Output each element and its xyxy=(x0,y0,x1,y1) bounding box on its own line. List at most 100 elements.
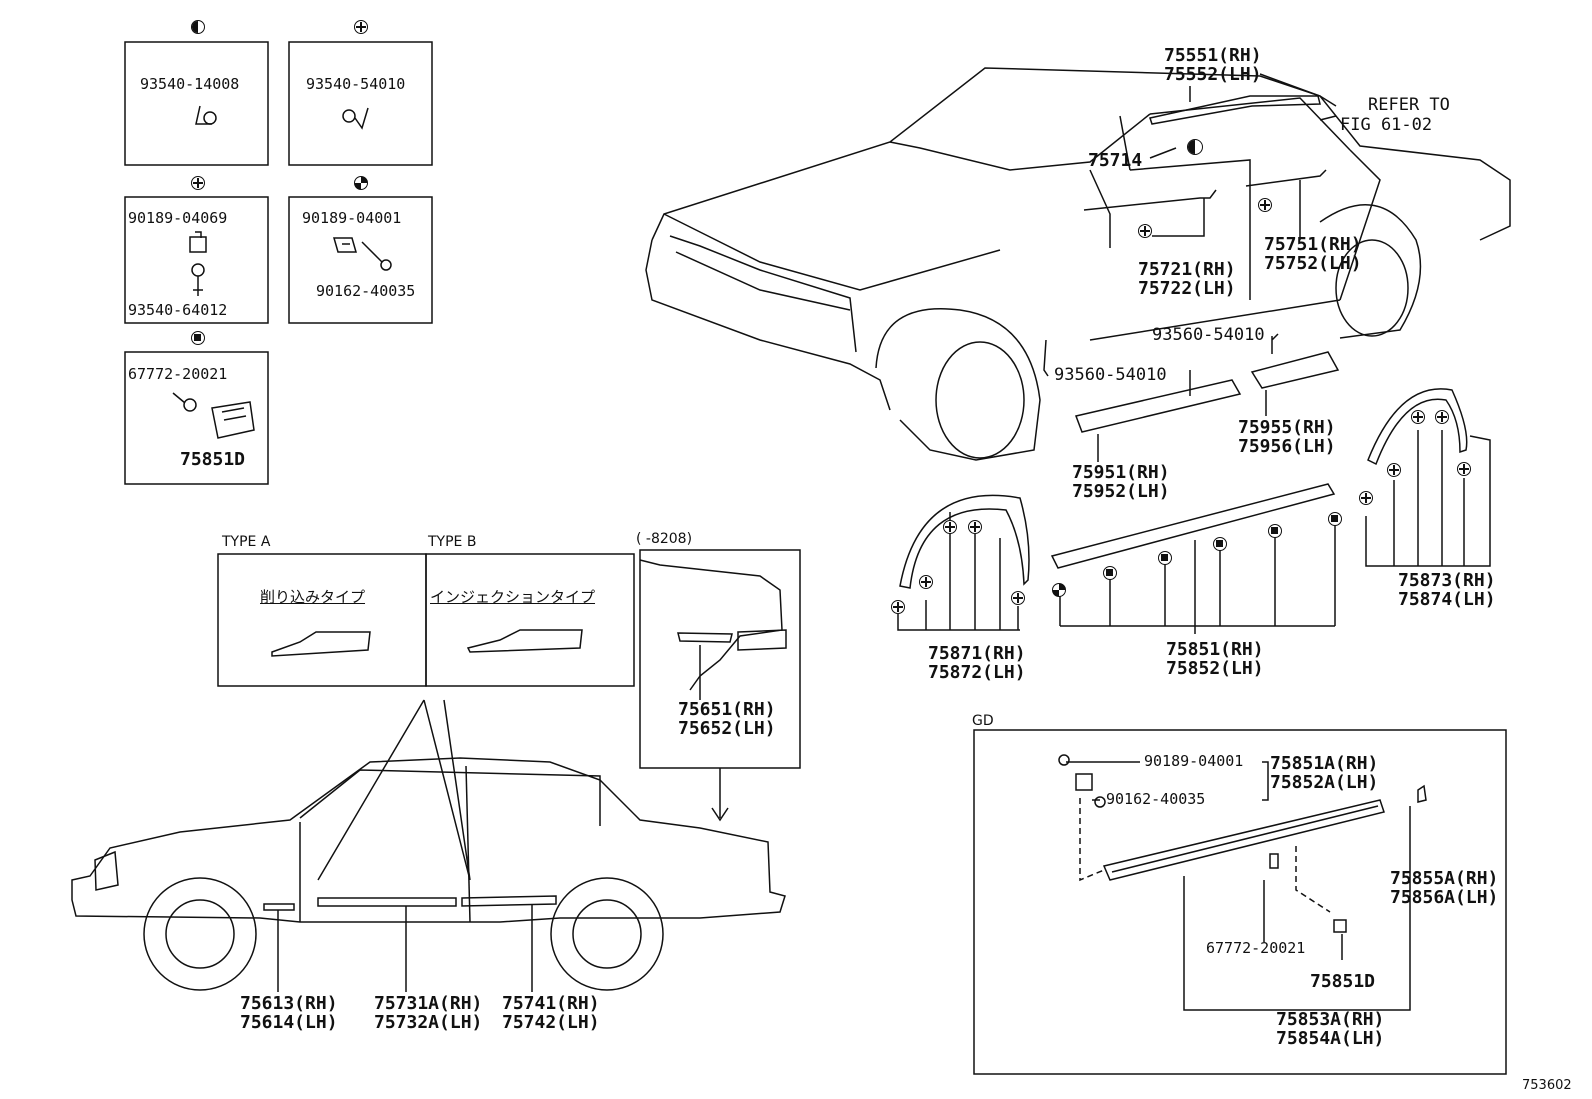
fastener-93560-a xyxy=(1271,333,1279,354)
gd-part-75851D: 75851D xyxy=(1310,971,1376,992)
symbol-crosshair xyxy=(1387,463,1401,477)
gd-dashed-1 xyxy=(1079,798,1105,882)
figure-number: 753602 xyxy=(1522,1078,1572,1093)
leaders-75851 xyxy=(1059,520,1336,634)
part-75872: 75872(LH) xyxy=(928,662,1026,683)
symbol-crosshair xyxy=(1457,462,1471,476)
part-75741: 75741(RH) xyxy=(502,993,600,1014)
part-number-90162-40035: 90162-40035 xyxy=(316,282,416,300)
type-b-japanese: インジェクションタイプ xyxy=(430,588,596,606)
part-number-93540-64012: 93540-64012 xyxy=(128,301,228,319)
type-a-molding xyxy=(271,631,371,657)
leaders-75871 xyxy=(897,512,1020,631)
gd-part-90162-40035: 90162-40035 xyxy=(1106,790,1206,808)
symbol-half-filled xyxy=(191,20,205,34)
clip-93540-14008 xyxy=(195,105,217,125)
symbol-filled-square xyxy=(191,331,205,345)
type-a-box xyxy=(217,553,427,687)
part-number-90189-04069: 90189-04069 xyxy=(128,209,228,227)
gd-dashed-2 xyxy=(1295,846,1331,913)
legend-box-4 xyxy=(288,196,433,324)
gd-molding xyxy=(1102,799,1385,881)
symbol-crosshair xyxy=(1258,198,1272,212)
gd-box xyxy=(973,729,1507,1075)
part-75613: 75613(RH) xyxy=(240,993,338,1014)
legend-box-1 xyxy=(124,41,269,166)
symbol-filled-square xyxy=(1158,551,1172,565)
legend-box-3 xyxy=(124,196,269,324)
part-75752: 75752(LH) xyxy=(1264,253,1362,274)
leader-93560-b xyxy=(1043,339,1049,377)
part-number-93540-14008: 93540-14008 xyxy=(140,75,240,93)
symbol-crosshair xyxy=(1011,591,1025,605)
clip-90189-04001 xyxy=(333,237,357,253)
part-number-67772-20021: 67772-20021 xyxy=(128,365,228,383)
rear-lamp xyxy=(737,629,787,651)
gd-part-75851A: 75851A(RH) xyxy=(1270,753,1379,774)
clip-93540-54010 xyxy=(342,107,369,130)
date-range-label: ( -8208) xyxy=(636,531,693,547)
leader-refer xyxy=(1259,73,1337,121)
part-75652: 75652(LH) xyxy=(678,718,776,739)
side-molding-75851 xyxy=(1050,483,1336,569)
clip-90189-04069 xyxy=(189,231,207,253)
refer-to-label: REFER TO xyxy=(1368,95,1450,115)
symbol-crosshair xyxy=(1411,410,1425,424)
part-75731A: 75731A(RH) xyxy=(374,993,483,1014)
gd-part-75856A: 75856A(LH) xyxy=(1390,887,1499,908)
type-a-label: TYPE A xyxy=(222,534,271,550)
part-75951: 75951(RH) xyxy=(1072,462,1170,483)
legend-box-5 xyxy=(124,351,269,485)
gd-title: GD xyxy=(972,713,994,729)
symbol-crosshair xyxy=(191,176,205,190)
type-b-box xyxy=(425,553,635,687)
symbol-crosshair xyxy=(968,520,982,534)
part-75714: 75714 xyxy=(1088,150,1143,171)
gd-part-90189-04001: 90189-04001 xyxy=(1144,752,1244,770)
gd-leader-75853A xyxy=(1183,806,1411,1011)
symbol-quadrant xyxy=(354,176,368,190)
scuff-plate-75951 xyxy=(1074,379,1242,433)
part-93560-54010-b: 93560-54010 xyxy=(1054,365,1167,385)
part-75651: 75651(RH) xyxy=(678,699,776,720)
rear-side-molding-75651 xyxy=(677,632,733,643)
part-75552: 75552(LH) xyxy=(1164,64,1262,85)
screw-93540-64012 xyxy=(191,263,205,296)
symbol-filled-square xyxy=(1268,524,1282,538)
part-75732A: 75732A(LH) xyxy=(374,1012,483,1033)
symbol-crosshair xyxy=(891,600,905,614)
symbol-crosshair xyxy=(354,20,368,34)
gd-leaders-lower xyxy=(1263,880,1343,960)
part-75952: 75952(LH) xyxy=(1072,481,1170,502)
gd-part-67772-20021: 67772-20021 xyxy=(1206,939,1306,957)
part-75852: 75852(LH) xyxy=(1166,658,1264,679)
part-75955: 75955(RH) xyxy=(1238,417,1336,438)
part-75871: 75871(RH) xyxy=(928,643,1026,664)
part-number-90189-04001: 90189-04001 xyxy=(302,209,402,227)
symbol-filled-square xyxy=(1328,512,1342,526)
symbol-quadrant xyxy=(1052,583,1066,597)
symbol-crosshair xyxy=(919,575,933,589)
part-75551: 75551(RH) xyxy=(1164,45,1262,66)
arrow-down xyxy=(711,768,729,822)
part-75721: 75721(RH) xyxy=(1138,259,1236,280)
part-75751: 75751(RH) xyxy=(1264,234,1362,255)
gd-part-75852A: 75852A(LH) xyxy=(1270,772,1379,793)
part-75873: 75873(RH) xyxy=(1398,570,1496,591)
gd-part-75853A: 75853A(RH) xyxy=(1276,1009,1385,1030)
part-number-93540-54010: 93540-54010 xyxy=(306,75,406,93)
clip-75851D xyxy=(211,401,255,439)
symbol-crosshair xyxy=(943,520,957,534)
type-a-japanese: 削り込みタイプ xyxy=(260,588,366,606)
wheel-arch-molding-75873 xyxy=(1367,388,1468,466)
screw-67772-20021 xyxy=(172,392,197,412)
leader-75714 xyxy=(1149,147,1177,159)
part-75614: 75614(LH) xyxy=(240,1012,338,1033)
type-b-label: TYPE B xyxy=(428,534,477,550)
type-b-molding xyxy=(466,629,583,653)
part-number-75851D: 75851D xyxy=(180,449,246,470)
part-75874: 75874(LH) xyxy=(1398,589,1496,610)
leaders-75873 xyxy=(1365,430,1491,567)
symbol-filled-square xyxy=(1103,566,1117,580)
part-75722: 75722(LH) xyxy=(1138,278,1236,299)
